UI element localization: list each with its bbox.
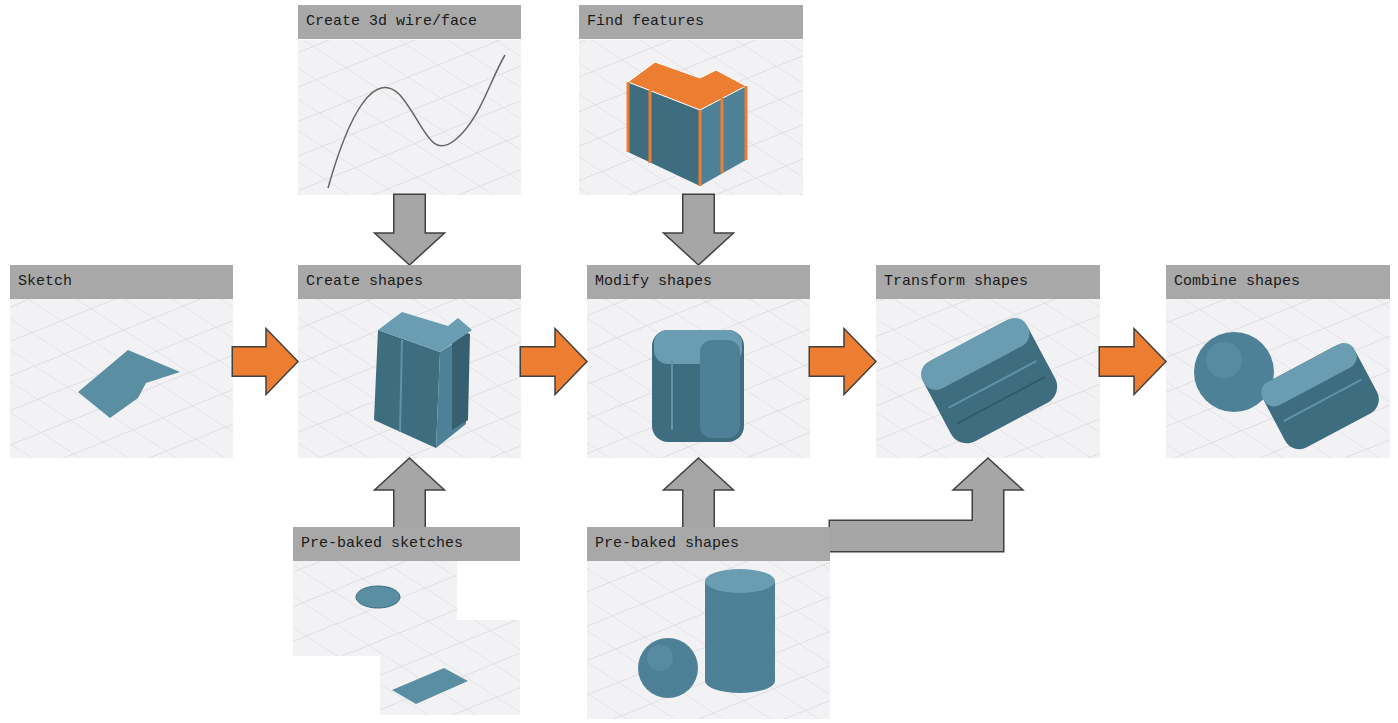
step-panel: Create shapes bbox=[298, 265, 521, 458]
step-panel: Create 3d wire/face bbox=[298, 5, 521, 195]
rotated-shape bbox=[916, 313, 1063, 450]
step-panel: Sketch bbox=[10, 265, 233, 458]
block-arrow bbox=[1099, 329, 1167, 395]
panel-grounds bbox=[10, 40, 1390, 719]
wire-curve bbox=[328, 55, 505, 188]
panel-title: Create 3d wire/face bbox=[298, 5, 521, 39]
arrow-head bbox=[664, 233, 734, 265]
arrow-shaft bbox=[684, 488, 714, 527]
panel-title: Modify shapes bbox=[587, 265, 810, 299]
arrow-head bbox=[1134, 329, 1166, 395]
block-arrow bbox=[520, 329, 588, 395]
panel-title: Pre-baked sketches bbox=[293, 527, 520, 561]
block-arrow bbox=[664, 458, 734, 529]
primitive-shapes bbox=[638, 569, 775, 698]
block-arrow bbox=[809, 329, 877, 395]
circle-sketch bbox=[356, 586, 400, 608]
arrow-shaft bbox=[521, 348, 557, 376]
arrow-head bbox=[664, 458, 734, 490]
arrow-head bbox=[375, 233, 445, 265]
arrow-head bbox=[375, 458, 445, 490]
arrow-head bbox=[266, 329, 298, 395]
block-arrow bbox=[829, 458, 1024, 536]
panel-title: Create shapes bbox=[298, 265, 521, 299]
step-panel: Find features bbox=[579, 5, 803, 195]
arrow-head bbox=[555, 329, 587, 395]
arrow-shaft bbox=[395, 488, 425, 527]
arrow-shaft bbox=[233, 348, 268, 376]
filleted-shape bbox=[652, 330, 744, 442]
step-panel: Modify shapes bbox=[587, 265, 810, 458]
panel-title: Combine shapes bbox=[1166, 265, 1390, 299]
block-arrow bbox=[375, 458, 445, 529]
combined-shape bbox=[1194, 332, 1384, 455]
prism bbox=[374, 312, 472, 448]
feature-prism bbox=[628, 62, 746, 186]
sketch-face bbox=[78, 350, 180, 418]
block-arrow bbox=[664, 194, 734, 266]
panel-title: Pre-baked shapes bbox=[587, 527, 830, 561]
step-panel: Combine shapes bbox=[1166, 265, 1390, 458]
step-panel: Pre-baked shapes bbox=[587, 527, 830, 718]
arrow-shaft bbox=[684, 195, 714, 235]
panel-title: Find features bbox=[579, 5, 803, 39]
step-panel: Pre-baked sketches bbox=[293, 527, 520, 715]
arrow-shaft bbox=[810, 348, 846, 376]
block-arrow bbox=[232, 329, 299, 395]
arrow-shaft bbox=[830, 488, 988, 536]
arrow-head bbox=[953, 458, 1023, 490]
panel-title: Sketch bbox=[10, 265, 233, 299]
panel-title: Transform shapes bbox=[876, 265, 1100, 299]
arrow-head bbox=[844, 329, 876, 395]
arrow-shaft bbox=[1100, 348, 1136, 376]
step-panel: Transform shapes bbox=[876, 265, 1100, 458]
block-arrow bbox=[375, 194, 445, 266]
arrow-shaft bbox=[395, 195, 425, 235]
rectangle-sketch bbox=[392, 668, 468, 704]
